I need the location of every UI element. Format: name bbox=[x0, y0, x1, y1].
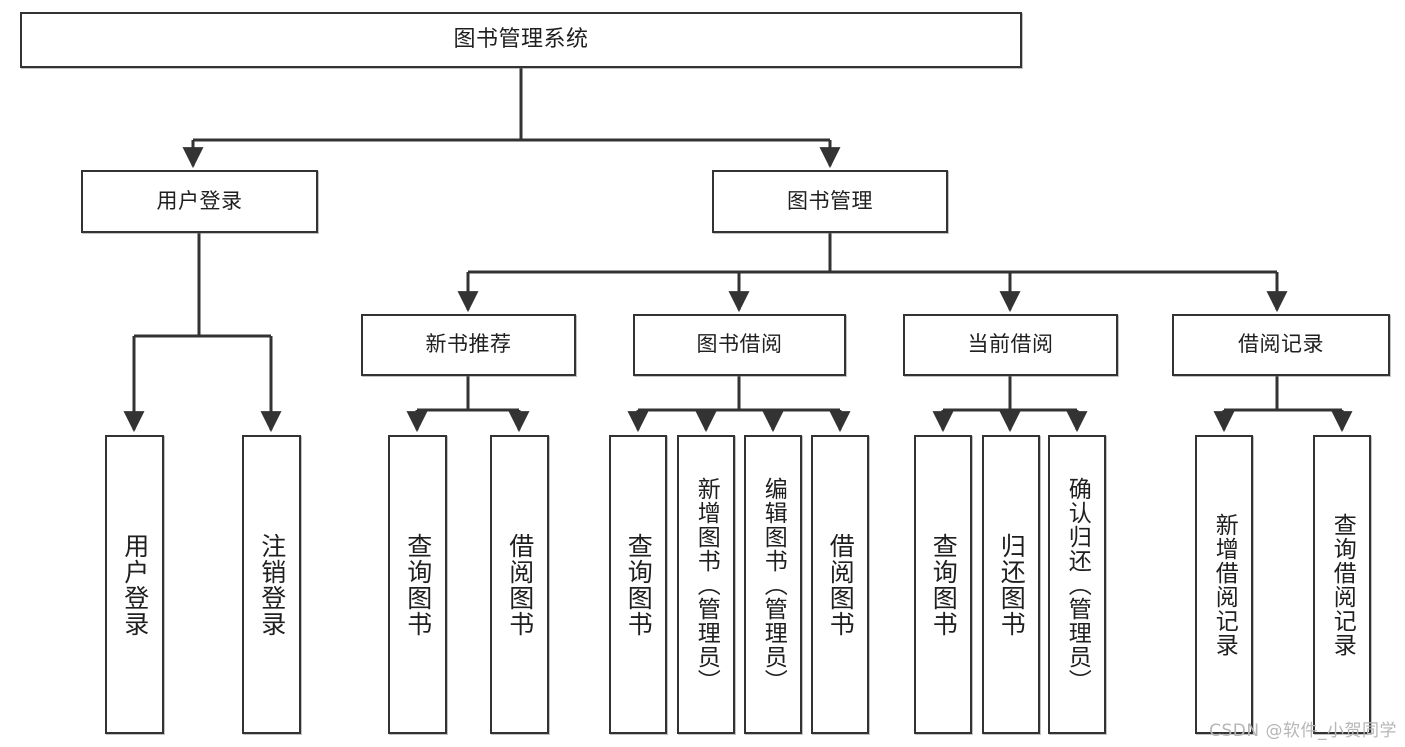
node-leaf-newbook-query[interactable]: 查询图书 bbox=[388, 435, 447, 734]
node-label: 图书借阅 bbox=[696, 332, 783, 357]
node-label: 图书管理 bbox=[787, 188, 873, 213]
node-label: 借阅图书 bbox=[826, 532, 856, 637]
node-new-book-recommend[interactable]: 新书推荐 bbox=[361, 314, 576, 376]
node-leaf-bookborrow-query[interactable]: 查询图书 bbox=[609, 435, 667, 734]
node-leaf-bookborrow-edit[interactable]: 编辑图书（管理员） bbox=[744, 435, 802, 734]
node-borrow-record[interactable]: 借阅记录 bbox=[1172, 314, 1390, 376]
node-leaf-currentborrow-confirm-return[interactable]: 确认归还（管理员） bbox=[1048, 435, 1106, 734]
node-leaf-borrowrecord-query[interactable]: 查询借阅记录 bbox=[1313, 435, 1371, 734]
node-label: 新书推荐 bbox=[425, 332, 512, 357]
node-label: 用户登录 bbox=[120, 532, 150, 637]
watermark-text: CSDN @软件_小贺同学 bbox=[1209, 721, 1397, 741]
node-leaf-user-login-logout[interactable]: 注销登录 bbox=[242, 435, 301, 734]
node-label: 注销登录 bbox=[257, 532, 287, 637]
node-leaf-user-login-login[interactable]: 用户登录 bbox=[105, 435, 164, 734]
node-leaf-newbook-borrow[interactable]: 借阅图书 bbox=[490, 435, 549, 734]
node-label: 查询图书 bbox=[929, 532, 959, 637]
node-label: 当前借阅 bbox=[967, 332, 1054, 357]
node-current-borrow[interactable]: 当前借阅 bbox=[903, 314, 1118, 376]
node-label: 用户登录 bbox=[156, 188, 243, 213]
node-label: 查询借阅记录 bbox=[1329, 512, 1356, 657]
node-label: 查询图书 bbox=[403, 532, 433, 637]
node-label: 归还图书 bbox=[997, 532, 1027, 637]
node-label: 查询图书 bbox=[624, 532, 654, 637]
node-label: 借阅记录 bbox=[1238, 332, 1324, 357]
node-leaf-bookborrow-add[interactable]: 新增图书（管理员） bbox=[677, 435, 735, 734]
node-leaf-currentborrow-query[interactable]: 查询图书 bbox=[914, 435, 972, 734]
node-label: 借阅图书 bbox=[505, 532, 535, 637]
node-book-management[interactable]: 图书管理 bbox=[712, 170, 948, 233]
node-label: 新增借阅记录 bbox=[1211, 512, 1238, 657]
node-leaf-bookborrow-borrow[interactable]: 借阅图书 bbox=[811, 435, 869, 734]
node-user-login[interactable]: 用户登录 bbox=[81, 170, 318, 233]
node-leaf-currentborrow-return[interactable]: 归还图书 bbox=[982, 435, 1040, 734]
node-label: 确认归还（管理员） bbox=[1064, 476, 1091, 693]
node-label: 新增图书（管理员） bbox=[693, 476, 720, 693]
node-label: 图书管理系统 bbox=[453, 26, 589, 52]
node-leaf-borrowrecord-add[interactable]: 新增借阅记录 bbox=[1195, 435, 1253, 734]
node-book-borrow[interactable]: 图书借阅 bbox=[633, 314, 846, 376]
node-root-system[interactable]: 图书管理系统 bbox=[20, 12, 1022, 68]
node-label: 编辑图书（管理员） bbox=[760, 476, 787, 693]
